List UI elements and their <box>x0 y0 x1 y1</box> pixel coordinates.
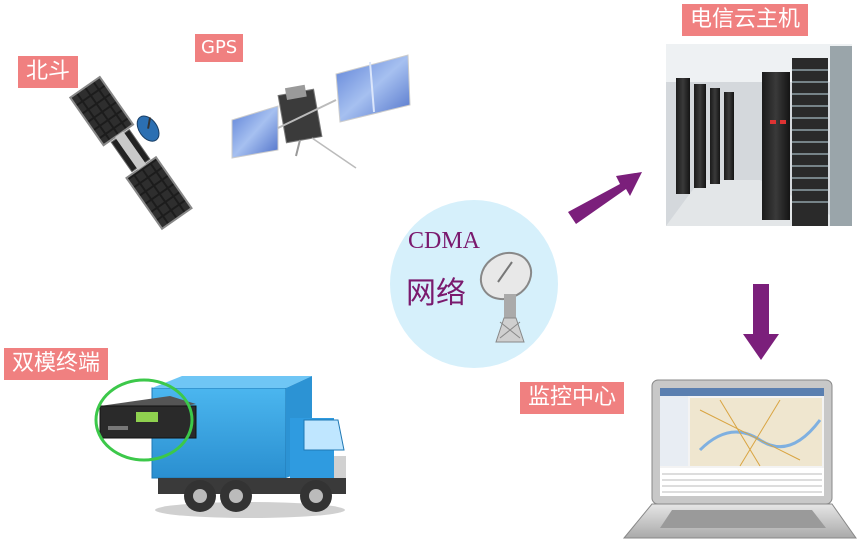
label-monitoring-center: 监控中心 <box>520 382 625 414</box>
arrow-to-cloud-host <box>568 172 642 224</box>
label-dual-mode-terminal: 双模终端 <box>4 348 109 380</box>
beidou-satellite-icon <box>68 75 193 231</box>
arrow-to-monitoring-center <box>743 284 779 360</box>
server-room-photo <box>666 44 852 226</box>
laptop-icon <box>622 379 857 539</box>
terminal-highlight-ring <box>94 378 194 462</box>
network-label-network: 网络 <box>406 276 466 311</box>
label-gps: GPS <box>195 34 244 62</box>
gps-satellite-icon <box>231 54 411 169</box>
satellite-dish-icon <box>479 251 533 343</box>
dvr-terminal-icon <box>99 396 197 439</box>
network-label-cdma: CDMA <box>408 228 481 254</box>
label-beidou: 北斗 <box>18 56 79 88</box>
label-telecom-cloud-host: 电信云主机 <box>682 4 809 36</box>
